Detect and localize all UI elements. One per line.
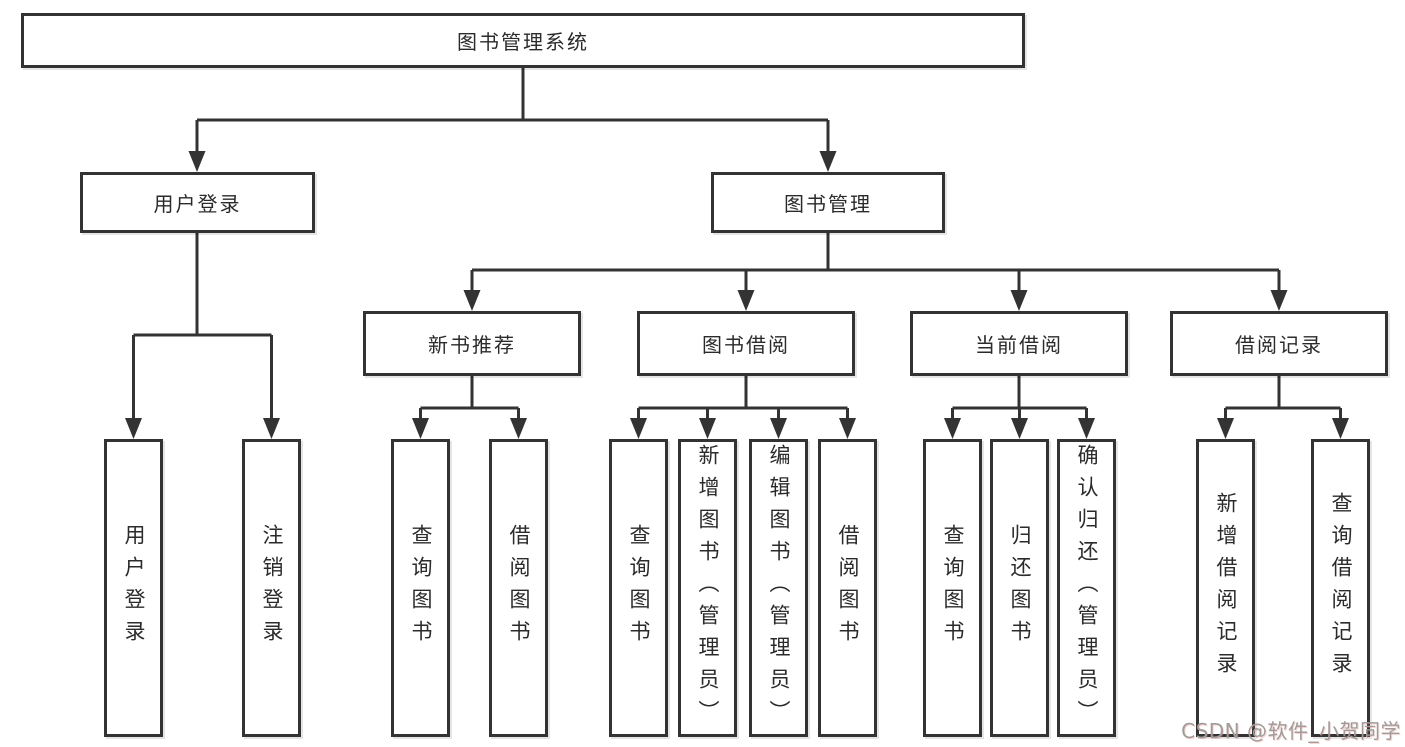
leaf-borrow-book-recommend: 借阅图书 bbox=[489, 439, 548, 737]
node-new-book-recommend: 新书推荐 bbox=[363, 311, 581, 376]
leaf-logout: 注销登录 bbox=[242, 439, 301, 737]
leaf-query-book-current: 查询图书 bbox=[923, 439, 982, 737]
leaf-borrow-book: 借阅图书 bbox=[818, 439, 877, 737]
leaf-query-book-recommend: 查询图书 bbox=[391, 439, 450, 737]
leaf-confirm-return-admin: 确认归还（管理员） bbox=[1057, 439, 1116, 737]
leaf-add-borrow-record: 新增借阅记录 bbox=[1196, 439, 1255, 737]
csdn-watermark: CSDN @软件_小贺同学 bbox=[1181, 719, 1401, 743]
node-borrow-record: 借阅记录 bbox=[1170, 311, 1388, 376]
node-current-borrow: 当前借阅 bbox=[910, 311, 1128, 376]
leaf-return-book: 归还图书 bbox=[990, 439, 1049, 737]
arrowhead-icons bbox=[125, 151, 1349, 439]
leaf-query-book-borrow: 查询图书 bbox=[609, 439, 668, 737]
leaf-user-login: 用户登录 bbox=[104, 439, 163, 737]
leaf-add-book-admin: 新增图书（管理员） bbox=[678, 439, 737, 737]
node-library-management-system: 图书管理系统 bbox=[21, 13, 1025, 68]
leaf-query-borrow-record: 查询借阅记录 bbox=[1311, 439, 1370, 737]
node-book-management: 图书管理 bbox=[711, 172, 945, 233]
node-user-login: 用户登录 bbox=[80, 172, 315, 233]
node-book-borrow: 图书借阅 bbox=[637, 311, 855, 376]
leaf-edit-book-admin: 编辑图书（管理员） bbox=[749, 439, 808, 737]
